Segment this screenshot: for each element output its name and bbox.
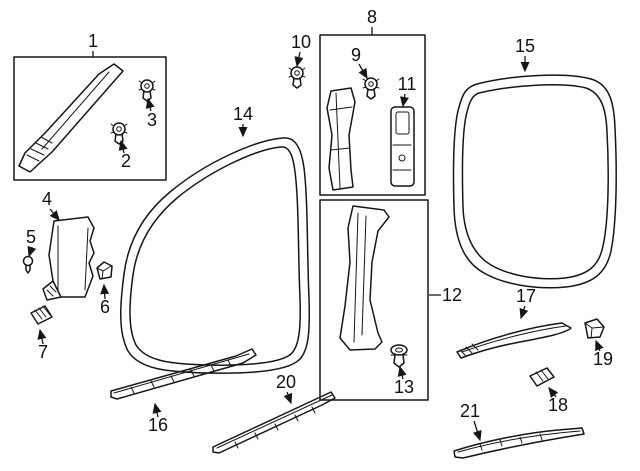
callout-20: 20 [276,372,296,392]
part-15-shape [454,75,617,288]
clip-18-icon [530,368,554,386]
callout-19: 19 [593,349,613,369]
leader-line-11 [400,94,409,108]
clip-19-icon [585,319,604,338]
part-12-shape [340,206,389,350]
leader-line-6 [100,283,110,299]
clip-3-icon [139,80,155,101]
part-11-shape [391,107,414,186]
group-box-1-frame [14,57,166,180]
part-group-box-8 [289,35,425,195]
part-4-shape [43,217,94,300]
callout-3: 3 [147,110,157,130]
leader-line-19 [595,339,604,351]
clip-13-icon [391,345,407,367]
clip-9-icon [363,78,379,99]
part-20-shape [213,392,335,453]
leader-line-20 [283,392,293,405]
callout-8: 8 [367,7,377,27]
leader-line-21 [472,421,482,442]
leader-line-9 [359,64,368,80]
clip-6-icon [97,262,112,279]
clip-5-icon [24,257,33,274]
callout-4: 4 [42,189,52,209]
callout-17: 17 [516,286,536,306]
callout-14: 14 [233,104,253,124]
callout-7: 7 [38,342,48,362]
callout-11: 11 [398,74,417,94]
clip-2-icon [111,123,127,144]
part-16-shape [111,349,256,399]
leader-line-13 [397,365,407,379]
leader-line-4 [50,209,60,222]
part-group-box-1 [14,57,166,180]
leader-line-16 [152,402,162,417]
part-21-shape [454,428,584,458]
callout-labels: 1 2 3 4 5 6 7 8 9 10 11 12 13 14 15 16 1… [26,7,613,435]
callout-15: 15 [515,36,535,56]
group-box-12-frame [320,200,428,400]
callout-1: 1 [88,31,98,51]
callout-12: 12 [442,285,462,305]
leader-line-10 [294,52,304,68]
leader-line-17 [519,306,529,320]
leader-line-2 [118,139,128,153]
leader-line-7 [37,328,47,344]
part-14-shape [121,138,310,373]
callout-5: 5 [26,227,36,247]
callout-21: 21 [460,401,480,421]
callout-16: 16 [148,415,168,435]
part-8-shape [327,88,355,190]
leader-line-18 [548,386,559,398]
part-group-box-12 [320,200,428,400]
callout-6: 6 [100,297,110,317]
clip-7-icon [31,306,52,324]
clip-10-icon [289,67,305,88]
callout-10: 10 [291,32,311,52]
part-17-shape [457,323,571,358]
leader-lines [27,27,604,442]
callout-13: 13 [394,377,414,397]
leader-line-3 [145,97,155,111]
callout-18: 18 [548,395,568,415]
callout-2: 2 [121,151,131,171]
part-1-shape [19,64,123,172]
leader-line-5 [27,245,37,258]
callout-9: 9 [351,45,361,65]
